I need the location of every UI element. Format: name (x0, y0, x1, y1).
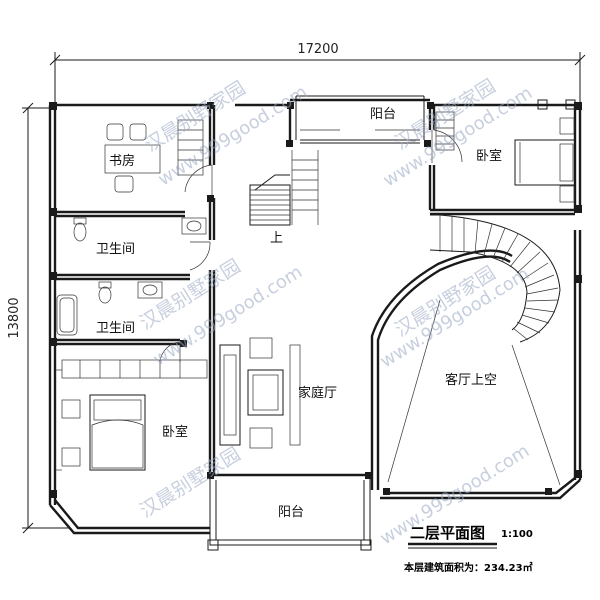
watermarks: 汉晨别野家园 www.999good.com 汉晨别墅家园 www.999goo… (136, 75, 536, 549)
outer-walls (48, 95, 582, 546)
label-bedroom-left: 卧室 (162, 424, 188, 440)
label-bedroom-right: 卧室 (476, 148, 502, 164)
width-dimension: 17200 (297, 42, 338, 57)
study-furniture (104, 119, 204, 193)
bathroom-fixtures (56, 217, 207, 336)
height-dimension: 13800 (7, 297, 22, 338)
label-bathroom-2: 卫生间 (96, 321, 135, 336)
label-balcony-top: 阳台 (370, 107, 396, 122)
watermark-cn-5: 汉晨别墅家园 (136, 443, 244, 522)
window-details (55, 129, 420, 471)
void-cross (387, 299, 561, 486)
label-bathroom-1: 卫生间 (96, 242, 135, 257)
spiral-stair (429, 214, 561, 343)
dimension-left: 13800 (7, 102, 70, 534)
straight-stair: 上 (249, 150, 319, 246)
dimension-top: 17200 (49, 42, 586, 104)
area-note: 本层建筑面积为：234.23㎡ (404, 561, 533, 574)
stair-up-mark: 上 (270, 231, 283, 246)
label-study: 书房 (109, 153, 135, 169)
title-block: 二层平面图 1:100 本层建筑面积为：234.23㎡ (404, 524, 533, 574)
left-bedroom-furniture (61, 359, 208, 471)
label-balcony-bottom: 阳台 (278, 505, 304, 520)
family-hall-furniture (219, 337, 301, 449)
label-family-hall: 家庭厅 (298, 385, 337, 401)
drawing-title: 二层平面图 (410, 524, 485, 542)
label-living-void: 客厅上空 (445, 372, 497, 388)
right-bedroom-furniture (435, 111, 576, 203)
drawing-scale: 1:100 (501, 529, 533, 540)
